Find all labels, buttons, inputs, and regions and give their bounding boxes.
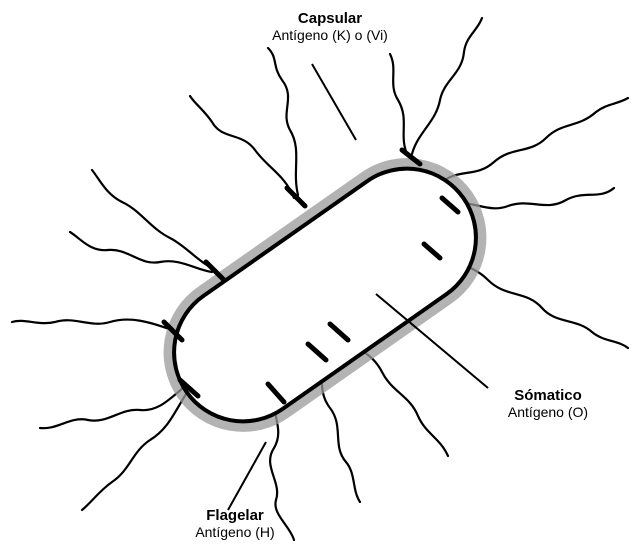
flagelar-antigen: Antígeno (H) [160,524,310,540]
flagellum [390,54,408,156]
flagellum [40,384,188,428]
somatico-antigen: Antígeno (O) [478,404,618,420]
flagellum [268,48,298,195]
flagellum [412,18,482,154]
capsular-title: Capsular [250,10,410,27]
flagelar-leader-line [228,442,266,510]
capsular-leader-line [312,64,356,140]
flagelar-label: Flagelar Antígeno (H) [160,507,310,540]
somatico-title: Sómatico [478,387,618,404]
flagelar-title: Flagelar [160,507,310,524]
flagellum [92,170,216,270]
flagellum [190,96,294,198]
flagellum [442,98,628,182]
capsular-antigen: Antígeno (K) o (Vi) [250,27,410,43]
capsular-label: Capsular Antígeno (K) o (Vi) [250,10,410,43]
flagellum [82,388,190,510]
insertion-mark [287,188,305,206]
somatico-label: Sómatico Antígeno (O) [478,387,618,420]
flagellum [12,320,172,330]
